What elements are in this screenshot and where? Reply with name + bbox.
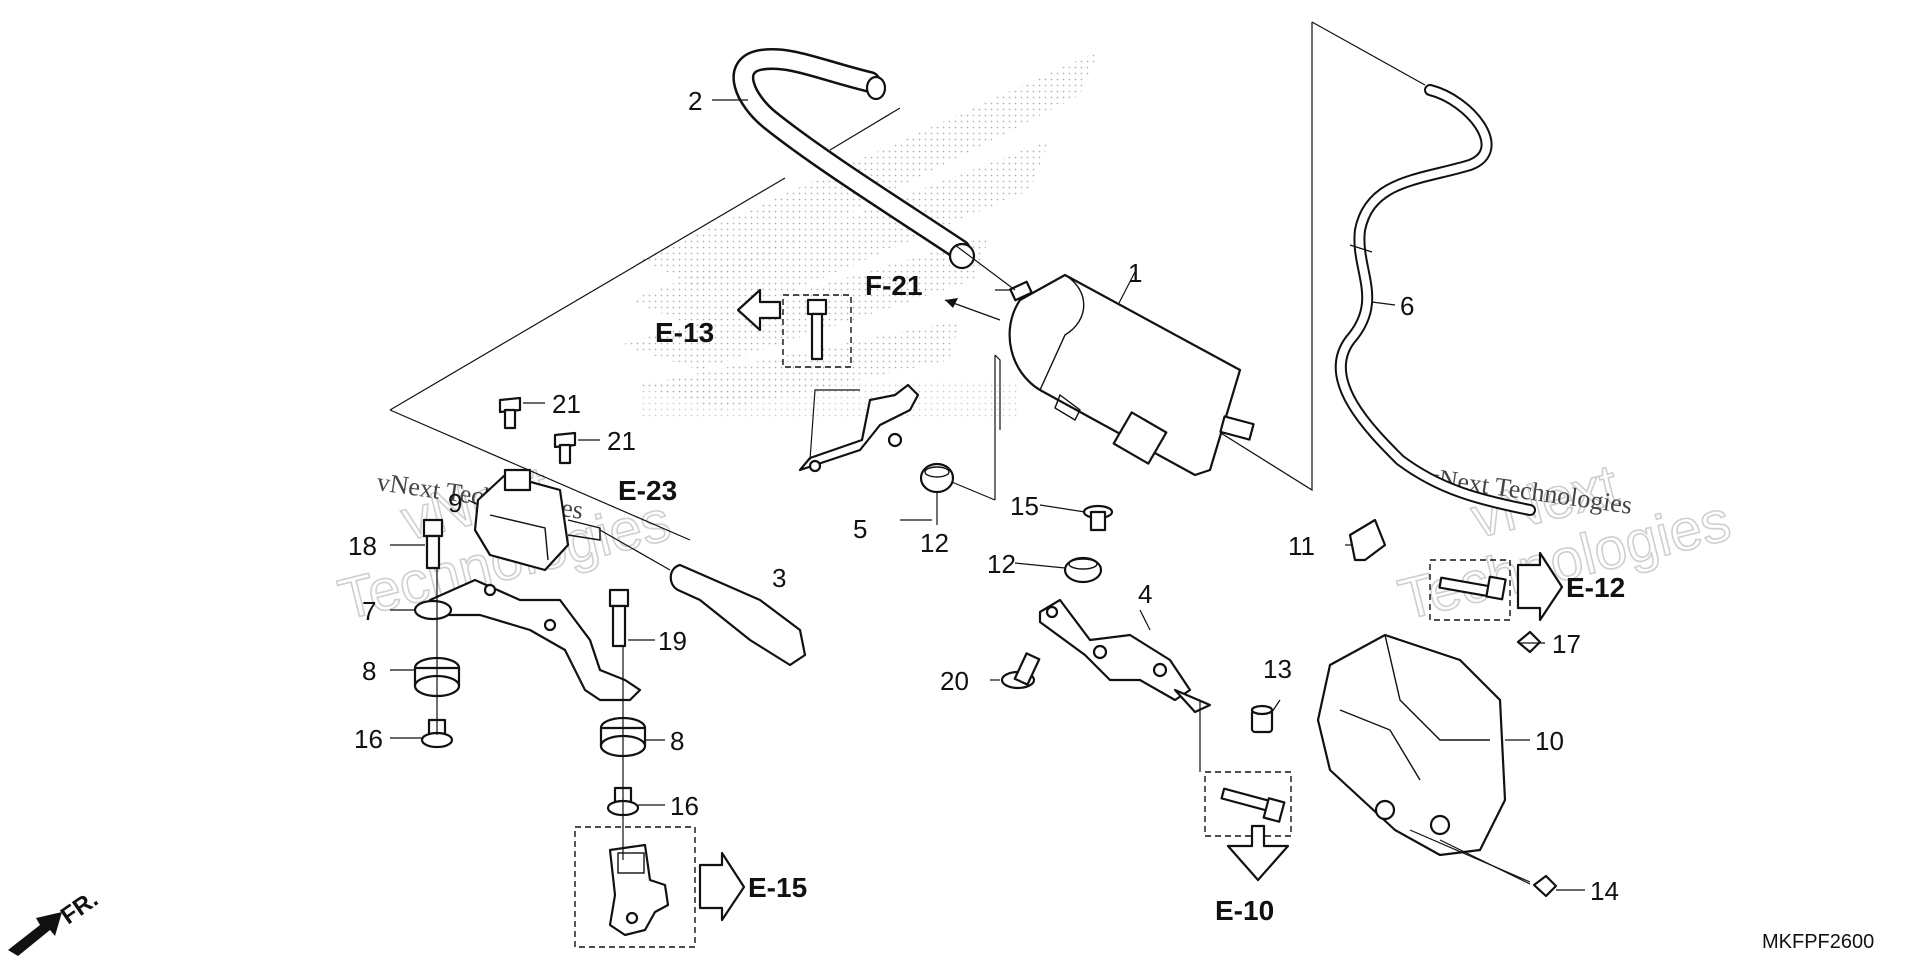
screw-17: [1516, 630, 1542, 654]
valve-bracket-7: [428, 578, 642, 702]
evap-canister-1: [954, 244, 1255, 477]
ref-e12: E-12: [1566, 572, 1625, 603]
ref-arrow-e10: [1226, 824, 1290, 882]
callout-11: 11: [1288, 531, 1315, 561]
callout-8-right: 8: [670, 726, 684, 756]
callout-1: 1: [1128, 258, 1142, 288]
callout-20: 20: [940, 666, 969, 696]
front-direction-arrow: FR.: [8, 886, 103, 956]
callout-13: 13: [1263, 654, 1292, 684]
callout-19: 19: [658, 626, 687, 656]
bolt-19: [608, 588, 630, 648]
flange-bolt-20: [1000, 652, 1041, 690]
bolt-box-e13: [782, 294, 852, 368]
callout-21-a: 21: [552, 389, 581, 419]
ref-arrow-e15: [698, 851, 746, 922]
ref-e10: E-10: [1215, 895, 1274, 926]
bolt-21-b: [553, 431, 577, 465]
callout-6: 6: [1400, 291, 1414, 321]
callout-10: 10: [1535, 726, 1564, 756]
hose-3: [599, 529, 807, 667]
callout-5: 5: [853, 514, 867, 544]
canister-bracket-5: [798, 383, 920, 473]
canister-cover-10: [1316, 633, 1507, 857]
sensor-box-e15: [574, 826, 696, 948]
ref-arrow-e13: [736, 288, 782, 332]
drain-tube-6: [1334, 84, 1536, 516]
bolt-box-e12: [1429, 559, 1511, 621]
collar-15: [1082, 504, 1114, 532]
ref-f21: F-21: [865, 270, 923, 301]
callout-3: 3: [772, 563, 786, 593]
callout-16-right: 16: [670, 791, 699, 821]
callout-18: 18: [348, 531, 377, 561]
bolt-21-a: [498, 396, 522, 430]
mount-bracket-4: [1038, 598, 1212, 714]
hose-clip-11: [1348, 518, 1387, 562]
callout-12-lower: 12: [987, 549, 1016, 579]
watermark-right: vNext Technologies: [1392, 451, 1738, 633]
callout-14: 14: [1590, 876, 1619, 906]
ref-e13: E-13: [655, 317, 714, 348]
brand-wing-logo: [620, 50, 1100, 420]
collar-13: [1250, 704, 1274, 734]
washer-7: [413, 599, 453, 621]
callout-12-upper: 12: [920, 528, 949, 558]
callout-leaders: [390, 99, 1585, 891]
purge-valve-9: [473, 468, 601, 572]
ref-e15: E-15: [748, 872, 807, 903]
screw-14: [1409, 829, 1558, 898]
callout-15: 15: [1010, 491, 1039, 521]
callout-4: 4: [1138, 579, 1152, 609]
bolt-box-e10: [1199, 700, 1292, 837]
callout-17: 17: [1552, 629, 1581, 659]
callout-8-left: 8: [362, 656, 376, 686]
svg-text:FR.: FR.: [56, 886, 103, 930]
vent-hose-2: [732, 48, 976, 270]
grommet-12-upper: [919, 462, 955, 525]
grommet-12-lower: [1063, 556, 1103, 584]
ref-arrow-e12: [1516, 551, 1564, 622]
callout-2: 2: [688, 86, 702, 116]
bolt-18: [422, 518, 444, 570]
callout-16-left: 16: [354, 724, 383, 754]
drawing-code: MKFPF2600: [1762, 931, 1874, 953]
ref-arrow-f21: [944, 298, 1001, 321]
ref-e23: E-23: [618, 475, 677, 506]
callout-9: 9: [448, 488, 462, 518]
callout-21-b: 21: [607, 426, 636, 456]
callout-7: 7: [362, 596, 376, 626]
